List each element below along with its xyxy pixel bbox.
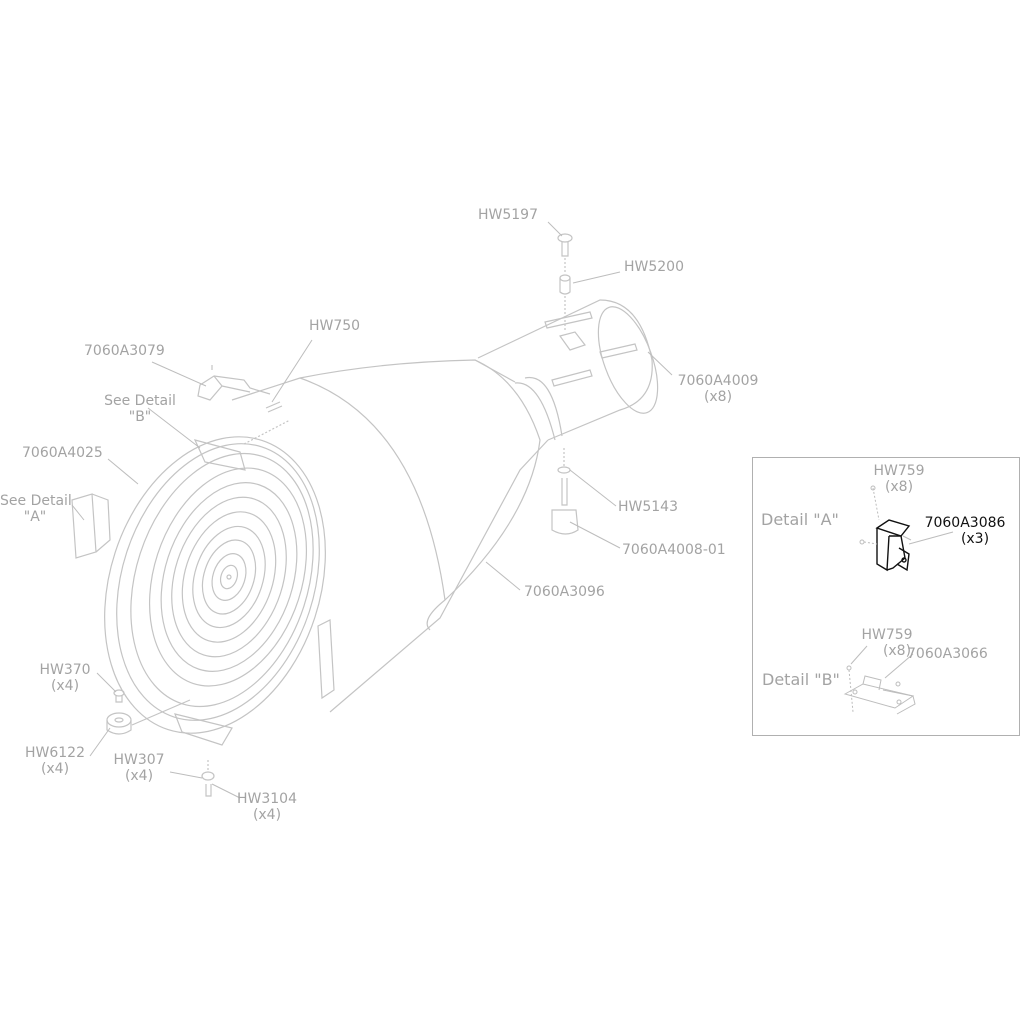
label-hw6122: HW6122 (x4)	[22, 745, 88, 777]
detail-b-title: Detail "B"	[762, 670, 840, 689]
label-hw5200: HW5200	[624, 259, 684, 275]
qty-hw307: (x4)	[124, 768, 154, 784]
detail-drawings	[843, 485, 954, 715]
rim-brackets	[71, 439, 335, 746]
detail-b-hw759-part: HW759	[861, 627, 913, 643]
rear-barrel	[477, 299, 659, 441]
see-detail-b-line1: See Detail	[104, 393, 176, 409]
clip-7060A3079	[197, 365, 271, 401]
cone-housing	[231, 359, 549, 713]
detail-a-part-qty: (x3)	[960, 531, 990, 547]
knob-hardware	[551, 448, 579, 535]
detail-a-part-7060a3086: 7060A3086 (x3)	[919, 515, 1011, 547]
detail-a-part-number: 7060A3086	[924, 515, 1006, 531]
label-hw5143: HW5143	[618, 499, 678, 515]
label-hw750: HW750	[309, 318, 361, 334]
detail-a-hw759-part: HW759	[873, 463, 925, 479]
detail-panel: Detail "A" HW759 (x8) 7060A3086 (x3) Det…	[752, 457, 1020, 736]
qty-7060a4009: (x8)	[703, 389, 733, 405]
detail-a-screws	[859, 485, 954, 545]
top-hardware	[557, 233, 573, 330]
qty-hw370: (x4)	[50, 678, 80, 694]
clip-7060a3066	[843, 645, 916, 715]
part-number-hw370: HW370	[39, 662, 91, 678]
leader-lines	[71, 221, 673, 799]
part-number-7060a4009: 7060A4009	[677, 373, 759, 389]
part-number-hw307: HW307	[113, 752, 165, 768]
label-hw3104: HW3104 (x4)	[234, 791, 300, 823]
detail-a-hw759-qty: (x8)	[884, 479, 914, 495]
front-lens	[104, 436, 326, 734]
label-hw370: HW370 (x4)	[36, 662, 94, 694]
detail-a-hw759: HW759 (x8)	[867, 463, 931, 495]
bottom-left-hardware	[106, 689, 215, 797]
detail-b-part-7060a3066: 7060A3066	[907, 646, 988, 662]
detail-b-hw759-qty: (x8)	[882, 643, 912, 659]
label-7060a3079: 7060A3079	[84, 343, 165, 359]
label-7060a3096: 7060A3096	[524, 584, 605, 600]
label-7060a4008-01: 7060A4008-01	[622, 542, 726, 558]
label-hw307: HW307 (x4)	[110, 752, 168, 784]
qty-hw6122: (x4)	[40, 761, 70, 777]
part-number-hw6122: HW6122	[25, 745, 85, 761]
label-see-detail-b: See Detail "B"	[104, 393, 176, 425]
see-detail-a-line1: See Detail	[0, 493, 72, 509]
bracket-7060a3086	[875, 519, 911, 572]
label-7060a4025: 7060A4025	[22, 445, 103, 461]
detail-a-title: Detail "A"	[761, 510, 839, 529]
see-detail-a-line2: "A"	[23, 509, 47, 525]
label-see-detail-a: See Detail "A"	[0, 493, 72, 525]
label-hw5197: HW5197	[478, 207, 538, 223]
part-hw750	[243, 401, 291, 445]
label-7060a4009: 7060A4009 (x8)	[674, 373, 762, 405]
see-detail-b-line2: "B"	[128, 409, 152, 425]
detail-b-hw759: HW759 (x8)	[855, 627, 919, 659]
qty-hw3104: (x4)	[252, 807, 282, 823]
part-number-hw3104: HW3104	[237, 791, 297, 807]
